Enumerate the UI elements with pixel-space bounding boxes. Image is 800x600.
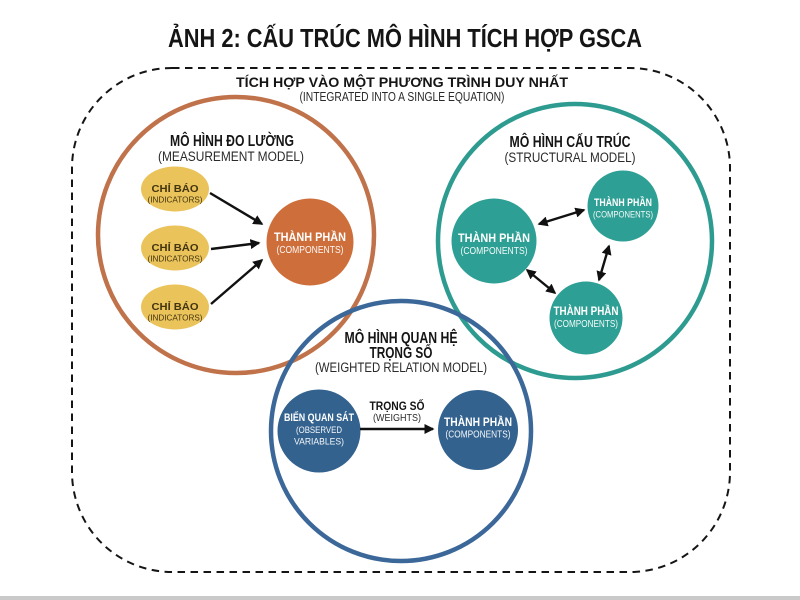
indicator-ellipse-2 [141,225,209,271]
indicator-ellipse-3 [141,284,209,330]
indicator-3-label-en: (INDICATORS) [148,313,203,323]
indicator-3-label-vi: CHỈ BÁO [152,300,199,313]
observed-variables-label-en2: VARIABLES) [294,437,344,448]
structural-model-circle [435,101,715,381]
weighted-model-circle [268,298,534,564]
indicator-arrow-2 [210,239,261,251]
weighted-component-circle [438,390,518,470]
indicator-1-label-vi: CHỈ BÁO [152,182,199,195]
structural-component-1-label-vi: THÀNH PHẦN [458,230,530,245]
structural-component-1-label-en: (COMPONENTS) [461,245,528,257]
measurement-model-title-vi: MÔ HÌNH ĐO LƯỜNG [170,131,294,150]
measurement-component-label-vi: THÀNH PHẦN [274,229,346,244]
weighted-component-label-vi: THÀNH PHẦN [444,416,512,429]
structural-model-title-en: (STRUCTURAL MODEL) [505,150,636,165]
measurement-model-title-en: (MEASUREMENT MODEL) [158,149,304,164]
observed-variables-label-vi: BIẾN QUAN SÁT [284,411,354,424]
structural-component-2-label-vi: THÀNH PHẦN [594,196,652,209]
indicator-arrow-1 [209,191,264,226]
structural-component-circle-3 [549,281,623,355]
weighted-model-title-vi-line2: TRỌNG SỐ [370,344,433,362]
structural-model-title-vi: MÔ HÌNH CẤU TRÚC [510,132,631,151]
measurement-model-circle [95,94,377,376]
observed-variables-label-en1: (OBSERVED [296,425,342,436]
indicator-2-label-en: (INDICATORS) [148,254,203,264]
structural-component-circle-2 [587,170,659,242]
indicator-ellipse-1 [141,166,209,212]
observed-variables-circle [277,389,361,473]
weighted-model-title-vi-line1: MÔ HÌNH QUAN HỆ [345,329,458,347]
outer-label-vi: TÍCH HỢP VÀO MỘT PHƯƠNG TRÌNH DUY NHẤT [236,73,568,90]
measurement-component-circle [266,198,354,286]
structural-component-2-label-en: (COMPONENTS) [593,210,653,221]
indicator-arrow-3 [210,259,264,305]
structural-component-3-label-en: (COMPONENTS) [554,319,618,330]
weighted-component-label-en: (COMPONENTS) [446,430,511,441]
indicator-2-label-vi: CHỈ BÁO [152,241,199,254]
measurement-component-label-en: (COMPONENTS) [277,244,344,256]
weights-label-en: (WEIGHTS) [373,413,421,424]
structural-component-circle-1 [451,198,537,284]
weights-label-vi: TRỌNG SỐ [370,399,425,413]
outer-boundary [71,67,731,573]
bidirectional-arrow-1-3 [525,269,557,294]
outer-label-en: (INTEGRATED INTO A SINGLE EQUATION) [300,90,505,104]
indicator-1-label-en: (INDICATORS) [148,195,203,205]
diagram-title: ẢNH 2: CẤU TRÚC MÔ HÌNH TÍCH HỢP GSCA [168,23,642,53]
bidirectional-arrow-2-3 [596,244,612,282]
bidirectional-arrow-1-2 [537,207,586,227]
structural-component-3-label-vi: THÀNH PHẦN [554,305,619,318]
bottom-edge-strip [0,596,800,600]
weighted-model-title-en: (WEIGHTED RELATION MODEL) [315,360,487,375]
